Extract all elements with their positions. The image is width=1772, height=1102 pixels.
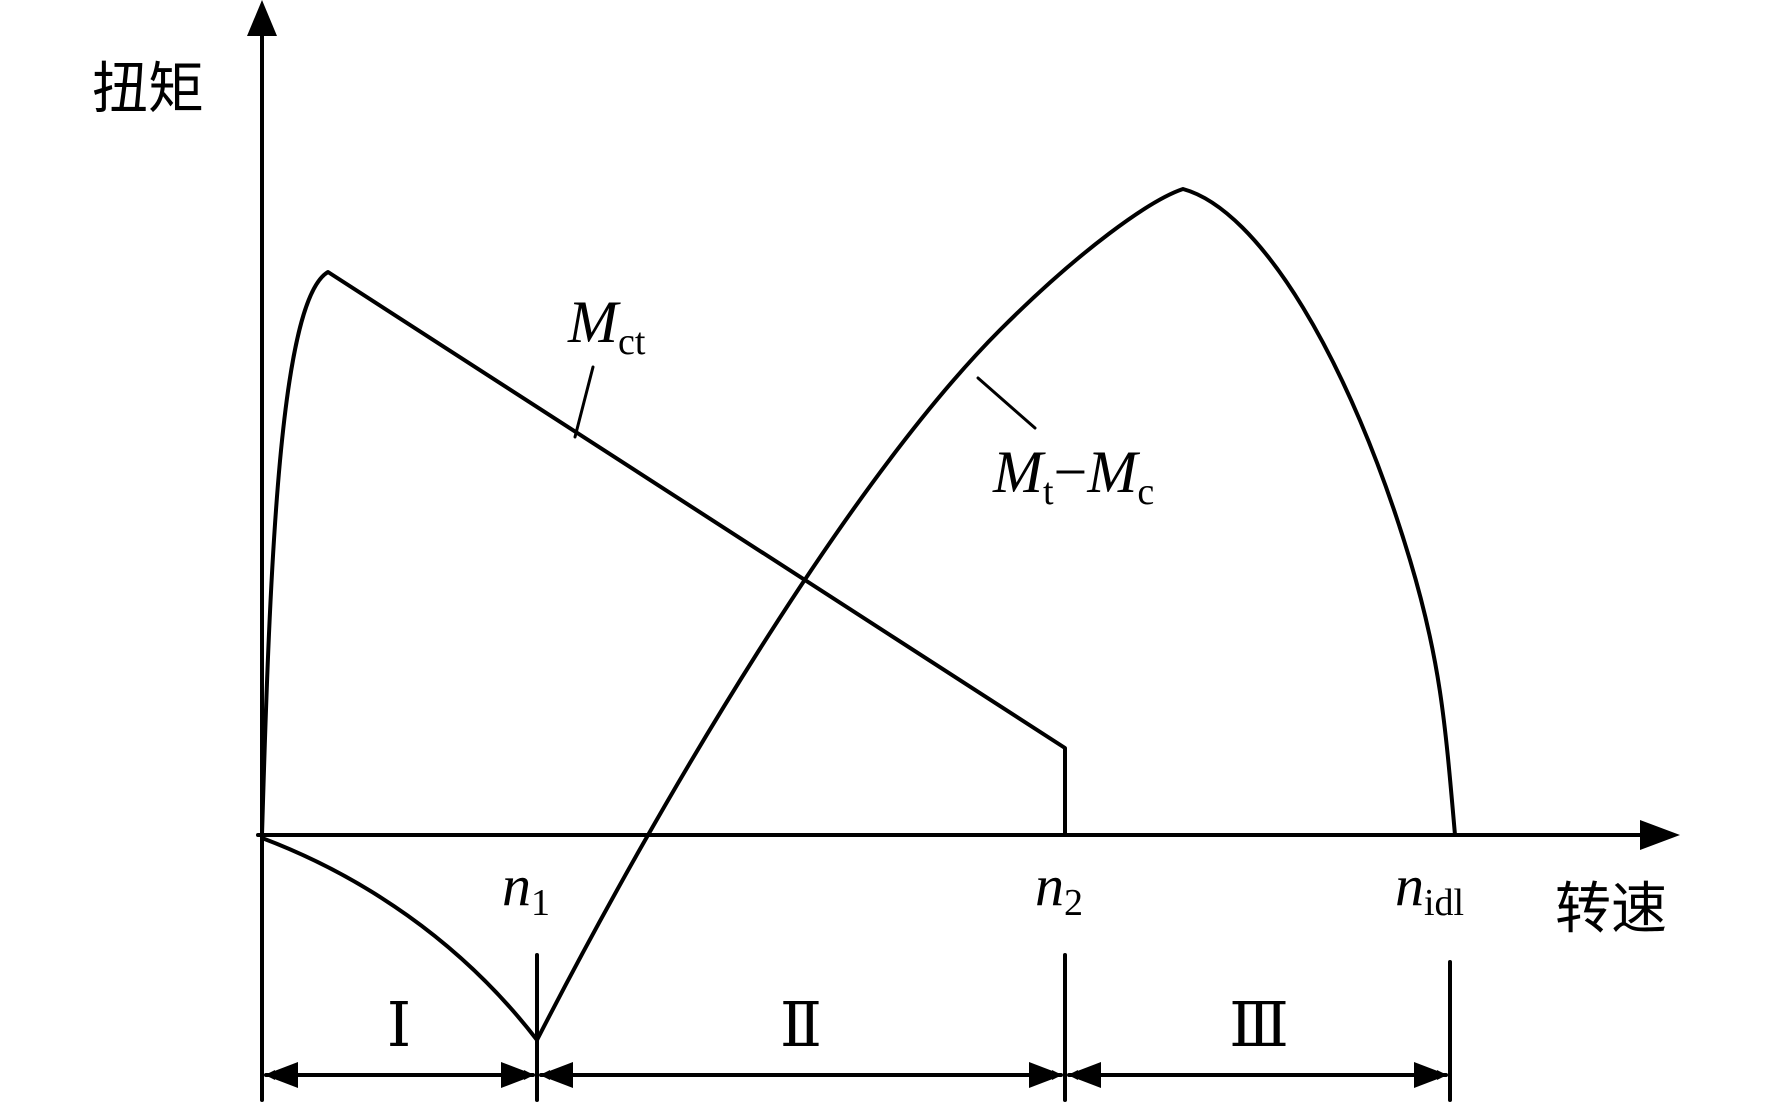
n1-label: n1 [502,853,550,924]
y-axis-arrow [247,0,277,36]
mt-mc-label-base2: M [1086,439,1140,505]
mt-mc-label-sub1: t [1043,471,1054,513]
nidl-label-base: n [1395,853,1424,918]
x-axis [256,820,1680,850]
mt-mc-label-sub2: c [1137,471,1154,513]
stage2-label: Ⅱ [780,992,822,1060]
mct-label: Mct [567,289,646,363]
mct-leader-line [573,365,595,439]
stage3-label: Ⅲ [1229,992,1289,1060]
n1-label-base: n [502,853,531,918]
mt-mc-curve [535,187,1457,1042]
stage1-lower-curve [260,836,539,1042]
y-axis-label: 扭矩 [92,57,204,122]
mt-mc-label: Mt−Mc [992,439,1154,513]
mct-label-sub: ct [618,321,646,363]
n2-label-base: n [1035,853,1064,918]
x-axis-arrow [1640,820,1680,850]
mt-mc-leader-line [976,376,1037,430]
stage-arrowheads [264,1062,1448,1088]
x-axis-label: 转速 [1555,877,1667,942]
stage1-label: Ⅰ [387,992,412,1060]
mt-mc-label-base1: M [992,439,1046,505]
nidl-label: nidl [1395,853,1464,924]
y-axis [247,0,277,1102]
n2-label: n2 [1035,853,1083,924]
mct-label-base: M [567,289,621,355]
mt-mc-label-op: − [1054,439,1088,505]
n2-label-sub: 2 [1064,882,1083,924]
n1-label-sub: 1 [531,882,550,924]
nidl-label-sub: idl [1424,882,1464,924]
mct-curve [260,270,1067,837]
